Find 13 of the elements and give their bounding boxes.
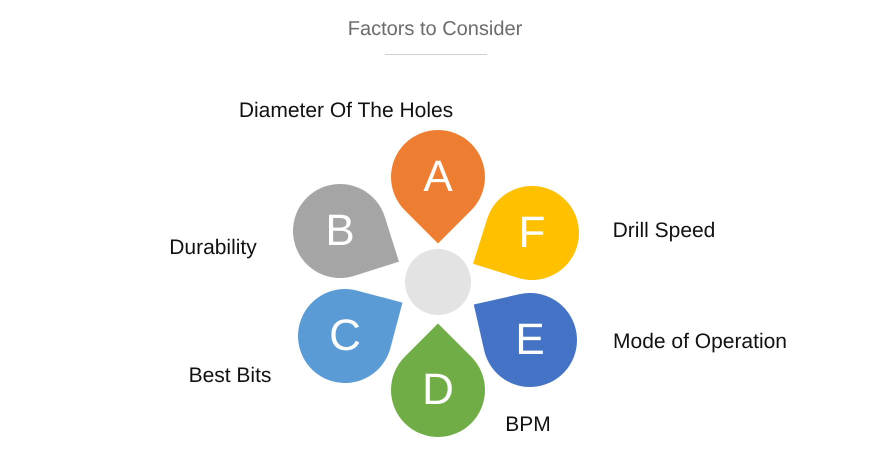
factor-label: Drill Speed — [612, 219, 716, 243]
diagram-title: Factors to Consider — [346, 18, 524, 41]
factor-label: Durability — [169, 236, 257, 260]
factor-label: Best Bits — [188, 364, 272, 388]
petal-letter: A — [423, 155, 453, 199]
petal-letter: D — [422, 368, 454, 412]
petal-letter: C — [329, 314, 361, 358]
factor-label: BPM — [505, 413, 551, 437]
petal-letter: E — [515, 318, 545, 362]
petal-letter: F — [518, 211, 546, 255]
factor-label: Diameter Of The Holes — [238, 99, 454, 123]
petal-letter: B — [325, 209, 355, 253]
factor-label: Mode of Operation — [613, 330, 787, 354]
